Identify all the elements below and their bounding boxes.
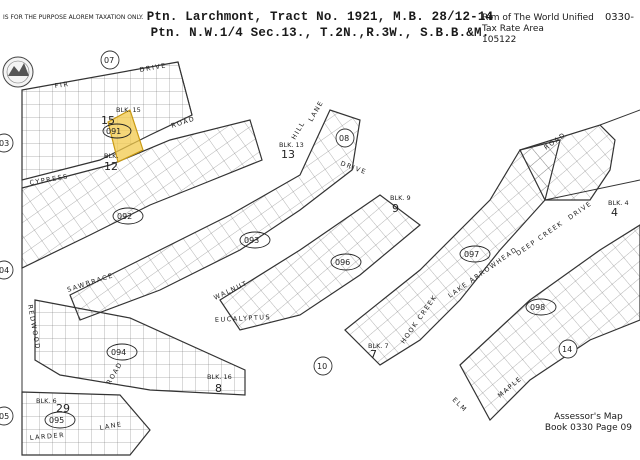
block-label-7: BLK. 7 [368, 342, 389, 350]
adjacent-page-14[interactable]: 14 [558, 339, 578, 359]
block-label-13: BLK. 13 [279, 141, 304, 149]
svg-text:08: 08 [339, 134, 349, 143]
svg-text:095: 095 [49, 416, 64, 425]
block-number-13: 13 [281, 148, 295, 161]
parcel-group-098: 098 [525, 298, 557, 316]
tract-boundary-lines [21, 61, 640, 455]
road-lane-south: LANE [99, 420, 123, 432]
road-lane-hill: LANE [307, 99, 326, 123]
block-number-12: 12 [104, 160, 118, 173]
block-number-15: 15 [101, 114, 115, 127]
block-093-area [69, 109, 361, 321]
map-subtitle: Ptn. N.W.1/4 Sec.13., T.2N.,R.3W., S.B.B… [150, 26, 490, 40]
tax-rate-area-code: 105122 [482, 35, 517, 45]
adjacent-page-04[interactable]: 04 [0, 260, 14, 280]
svg-text:093: 093 [244, 236, 259, 245]
parcel-group-095: 095 [44, 411, 76, 429]
svg-text:05: 05 [0, 412, 9, 421]
svg-text:14: 14 [562, 345, 572, 354]
block-number-9: 9 [392, 202, 399, 215]
adjacent-page-05[interactable]: 05 [0, 406, 14, 426]
assessor-map-footer: Assessor's Map Book 0330 Page 09 [545, 412, 632, 434]
block-label-15: BLK. 15 [116, 106, 141, 114]
block-number-29: 29 [56, 402, 70, 415]
svg-text:094: 094 [111, 348, 126, 357]
map-book-number: 0330- [604, 12, 634, 23]
svg-text:098: 098 [530, 303, 545, 312]
block-098-area [459, 224, 640, 421]
map-title: Ptn. Larchmont, Tract No. 1921, M.B. 28/… [146, 10, 494, 24]
parcel-group-094: 094 [106, 343, 138, 361]
svg-text:091: 091 [106, 127, 121, 136]
block-number-4: 4 [611, 206, 618, 219]
block-label-9: BLK. 9 [390, 194, 411, 202]
parcel-group-097: 097 [459, 245, 491, 263]
adjacent-page-10[interactable]: 10 [313, 356, 333, 376]
adjacent-page-08[interactable]: 08 [335, 128, 355, 148]
county-seal-icon [2, 56, 34, 88]
parcel-group-096: 096 [330, 253, 362, 271]
block-label-12: BLK. [104, 152, 118, 160]
parcel-group-092: 092 [112, 207, 144, 225]
parcel-group-091: 091 [102, 123, 132, 139]
svg-text:097: 097 [464, 250, 479, 259]
adjacent-page-07[interactable]: 07 [100, 50, 120, 70]
block-label-6: BLK. 6 [36, 397, 57, 405]
road-eucalyptus: EUCALYPTUS [215, 313, 272, 324]
block-number-7: 7 [370, 348, 377, 361]
road-larder: LARDER [29, 431, 65, 442]
tax-rate-area-label: Tax Rate Area [482, 24, 544, 34]
footer-title: Assessor's Map [554, 412, 623, 422]
svg-text:10: 10 [317, 362, 327, 371]
tax-rate-area: Rim of The World Unified Tax Rate Area 1… [482, 13, 594, 46]
svg-text:092: 092 [117, 212, 132, 221]
road-hill: HILL [290, 120, 307, 141]
block-094-area [34, 299, 246, 396]
block-092-area [21, 119, 263, 269]
road-fir: FIR [54, 80, 70, 90]
block-label-16: BLK. 16 [207, 373, 232, 381]
parcel-group-093: 093 [239, 231, 271, 249]
adjacent-page-03[interactable]: 03 [0, 133, 14, 153]
svg-text:07: 07 [104, 56, 114, 65]
tax-rate-area-district: Rim of The World Unified [482, 13, 594, 23]
block-096-area [219, 194, 421, 331]
road-drive-deep-creek: DRIVE [567, 199, 594, 221]
highlighted-parcel[interactable] [107, 109, 144, 163]
svg-text:096: 096 [335, 258, 350, 267]
svg-text:03: 03 [0, 139, 9, 148]
svg-text:04: 04 [0, 266, 9, 275]
block-label-4: BLK. 4 [608, 199, 629, 207]
block-number-8: 8 [215, 382, 222, 395]
road-elm: ELM [451, 396, 469, 414]
footer-book-page: Book 0330 Page 09 [544, 423, 632, 433]
